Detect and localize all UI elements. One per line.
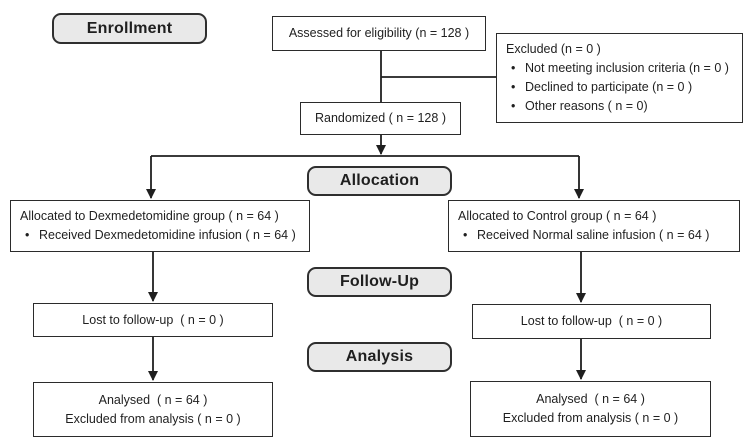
box-analysed-right-line1: Analysed ( n = 64 ) <box>536 392 645 406</box>
box-excluded-bullet-3: • Other reasons ( n = 0) <box>506 97 737 116</box>
box-excluded: Excluded (n = 0 ) • Not meeting inclusio… <box>496 33 743 123</box>
stage-label-allocation-text: Allocation <box>339 172 420 189</box>
stage-label-enrollment-text: Enrollment <box>86 19 173 37</box>
box-lost-followup-right: Lost to follow-up ( n = 0 ) <box>472 304 711 339</box>
box-randomized: Randomized ( n = 128 ) <box>300 102 461 135</box>
box-allocated-control-bullet-1: • Received Normal saline infusion ( n = … <box>458 226 734 245</box>
box-analysed-left: Analysed ( n = 64 ) Excluded from analys… <box>33 382 273 437</box>
box-randomized-text: Randomized ( n = 128 ) <box>315 111 446 125</box>
stage-label-allocation: Allocation <box>307 166 452 196</box>
box-assessed-eligibility-text: Assessed for eligibility (n = 128 ) <box>288 26 470 40</box>
stage-label-analysis-text: Analysis <box>345 348 414 365</box>
box-excluded-title: Excluded (n = 0 ) <box>506 42 601 56</box>
bullet-icon: • <box>511 61 516 75</box>
stage-label-followup-text: Follow-Up <box>339 273 420 290</box>
box-excluded-bullet-1: • Not meeting inclusion criteria (n = 0 … <box>506 59 737 78</box>
box-allocated-dexmedetomidine: Allocated to Dexmedetomidine group ( n =… <box>10 200 310 252</box>
box-analysed-left-line1: Analysed ( n = 64 ) <box>98 392 208 407</box>
box-analysed-right-line2: Excluded from analysis ( n = 0 ) <box>502 411 679 425</box>
stage-label-enrollment: Enrollment <box>52 13 207 44</box>
bullet-icon: • <box>511 80 516 94</box>
box-assessed-eligibility: Assessed for eligibility (n = 128 ) <box>272 16 486 51</box>
box-allocated-control-title: Allocated to Control group ( n = 64 ) <box>458 209 657 223</box>
box-analysed-right: Analysed ( n = 64 ) Excluded from analys… <box>470 381 711 437</box>
bullet-icon: • <box>25 228 30 242</box>
box-allocated-control: Allocated to Control group ( n = 64 ) • … <box>448 200 740 252</box>
box-allocated-dexmedetomidine-title: Allocated to Dexmedetomidine group ( n =… <box>20 209 279 223</box>
box-lost-followup-left: Lost to follow-up ( n = 0 ) <box>33 303 273 337</box>
box-allocated-dexmedetomidine-bullet-1: • Received Dexmedetomidine infusion ( n … <box>20 226 304 245</box>
box-analysed-left-line2: Excluded from analysis ( n = 0 ) <box>65 411 241 426</box>
stage-label-analysis: Analysis <box>307 342 452 372</box>
stage-label-followup: Follow-Up <box>307 267 452 297</box>
box-lost-followup-right-text: Lost to follow-up ( n = 0 ) <box>520 314 663 328</box>
bullet-icon: • <box>511 99 516 113</box>
bullet-icon: • <box>463 228 468 242</box>
box-lost-followup-left-text: Lost to follow-up ( n = 0 ) <box>82 312 224 327</box>
box-excluded-bullet-2: • Declined to participate (n = 0 ) <box>506 78 737 97</box>
